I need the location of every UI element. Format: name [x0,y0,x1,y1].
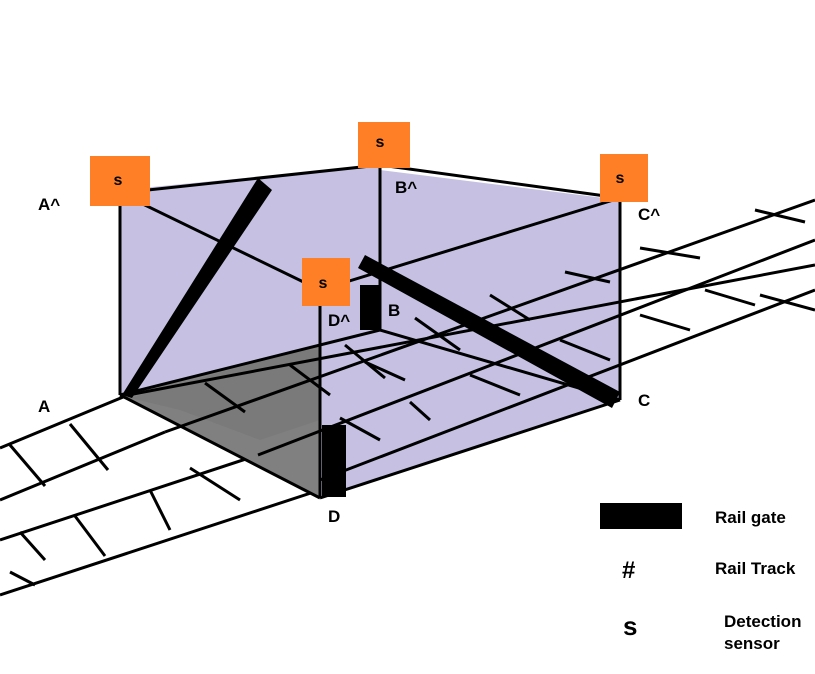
sensor-d-top: s [302,258,350,306]
rail-sleeper [469,373,521,397]
label-a-top: A^ [38,195,60,214]
label-c: C [638,391,650,410]
edge-d-c-bottom [319,398,621,500]
rail-sleeper [9,570,36,587]
legend-sensor-label-line1: Detection [724,612,801,631]
sensor-c-top: s [600,154,648,202]
sensor-box [600,154,648,202]
rail-sleeper [639,313,691,332]
edge-a-d-bottom [119,393,321,500]
rail-sleeper [8,444,47,487]
rail-gate-d [322,425,346,497]
label-a: A [38,397,50,416]
rail-gate-c [358,255,620,408]
rail-gates [122,178,620,497]
rail-sleeper [344,343,386,380]
rail-track-left [0,393,321,597]
rail-sleeper [18,531,47,561]
rail-sleeper [189,466,241,502]
sensor-box [302,258,350,306]
legend-sensor-label-line2: sensor [724,634,780,653]
rail-gate-a [122,178,272,398]
rail-sleeper [408,400,432,422]
rail-sleeper [414,316,461,352]
rail-sleeper [339,416,381,442]
rail-sleeper [148,489,172,531]
sensor-label: s [616,170,625,187]
rail-line-left-1 [0,393,129,450]
legend: Rail gate # Rail Track s Detection senso… [600,503,801,653]
sensor-a-top: s [90,156,150,206]
sensor-box [90,156,150,206]
sensor-label: s [319,275,328,292]
rail-line-left-4 [0,488,321,597]
rail-sleeper [754,208,806,224]
legend-rail-gate-label: Rail gate [715,508,786,527]
rail-sleeper [704,288,756,307]
rail-line-right-1 [164,198,815,434]
legend-sensor-symbol: s [623,611,637,641]
rail-line-left-3 [0,453,259,542]
rail-sleeper [289,363,331,397]
legend-rail-track-label: Rail Track [715,559,796,578]
sensor-b-top: s [358,122,410,168]
sensor-label: s [114,172,123,189]
floor-mid [130,350,320,440]
edge-a-top-b-top [119,163,381,195]
label-d-top: D^ [328,311,350,330]
edge-a-b-bottom [119,328,381,397]
rail-gate-b [360,285,380,330]
label-c-top: C^ [638,205,660,224]
label-b: B [388,301,400,320]
edge-d-top-c-top [319,196,621,292]
rail-sleeper [204,381,246,414]
box-edges [118,163,622,500]
legend-rail-gate-swatch [600,503,682,529]
rail-sleeper [73,515,107,557]
sensor-box [358,122,410,168]
rail-sleeper [639,246,701,260]
rail-sleeper [759,293,815,312]
rail-sleeper [364,360,406,382]
box-back-face [120,165,380,395]
sensor-label: s [376,134,385,151]
rail-line-left-2 [0,430,166,502]
label-b-top: B^ [395,178,417,197]
rail-sleeper [68,423,110,471]
rail-sleeper [559,338,611,362]
rail-sleeper [564,270,611,284]
legend-rail-track-symbol: # [622,557,635,584]
rail-sleeper [489,293,531,322]
edge-b-top-c-top [379,163,621,200]
label-d: D [328,507,340,526]
